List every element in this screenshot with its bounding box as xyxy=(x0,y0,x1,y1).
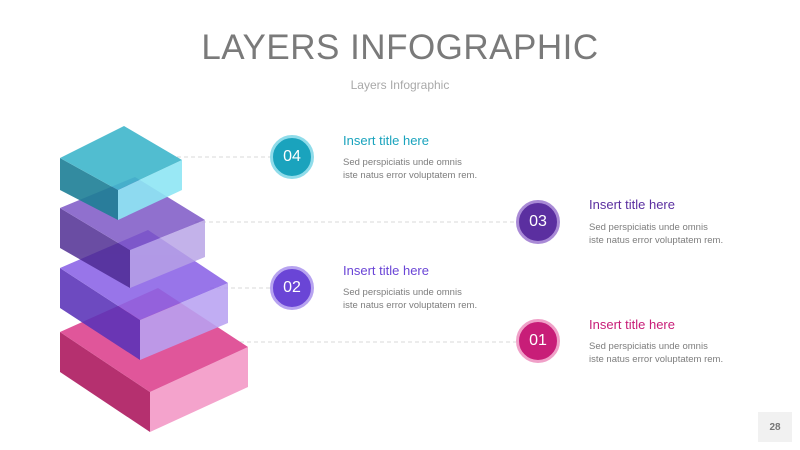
page-subtitle: Layers Infographic xyxy=(350,78,450,92)
desc-line: iste natus error voluptatem rem. xyxy=(589,354,724,365)
badge-number: 03 xyxy=(529,213,547,230)
badge-number: 01 xyxy=(529,332,547,349)
number-badge-01: 01 xyxy=(516,319,560,363)
desc-line: Sed perspiciatis unde omnis xyxy=(589,341,708,352)
badge-number: 02 xyxy=(283,279,301,296)
desc-line: Sed perspiciatis unde omnis xyxy=(343,157,462,168)
item-desc-01: Sed perspiciatis unde omnis iste natus e… xyxy=(589,340,759,366)
item-title-02: Insert title here xyxy=(343,263,429,278)
item-desc-04: Sed perspiciatis unde omnis iste natus e… xyxy=(343,156,513,182)
desc-line: Sed perspiciatis unde omnis xyxy=(343,287,462,298)
item-title-03: Insert title here xyxy=(589,197,675,212)
item-title-01: Insert title here xyxy=(589,317,675,332)
layer-04 xyxy=(60,126,182,220)
desc-line: iste natus error voluptatem rem. xyxy=(589,235,724,246)
item-title-04: Insert title here xyxy=(343,133,429,148)
page-number: 28 xyxy=(758,412,792,442)
page-title: LAYERS INFOGRAPHIC xyxy=(201,28,599,67)
item-desc-03: Sed perspiciatis unde omnis iste natus e… xyxy=(589,221,759,247)
number-badge-02: 02 xyxy=(270,266,314,310)
desc-line: iste natus error voluptatem rem. xyxy=(343,170,478,181)
desc-line: iste natus error voluptatem rem. xyxy=(343,300,478,311)
badge-number: 04 xyxy=(283,148,301,165)
number-badge-03: 03 xyxy=(516,200,560,244)
number-badge-04: 04 xyxy=(270,135,314,179)
desc-line: Sed perspiciatis unde omnis xyxy=(589,222,708,233)
item-desc-02: Sed perspiciatis unde omnis iste natus e… xyxy=(343,286,513,312)
